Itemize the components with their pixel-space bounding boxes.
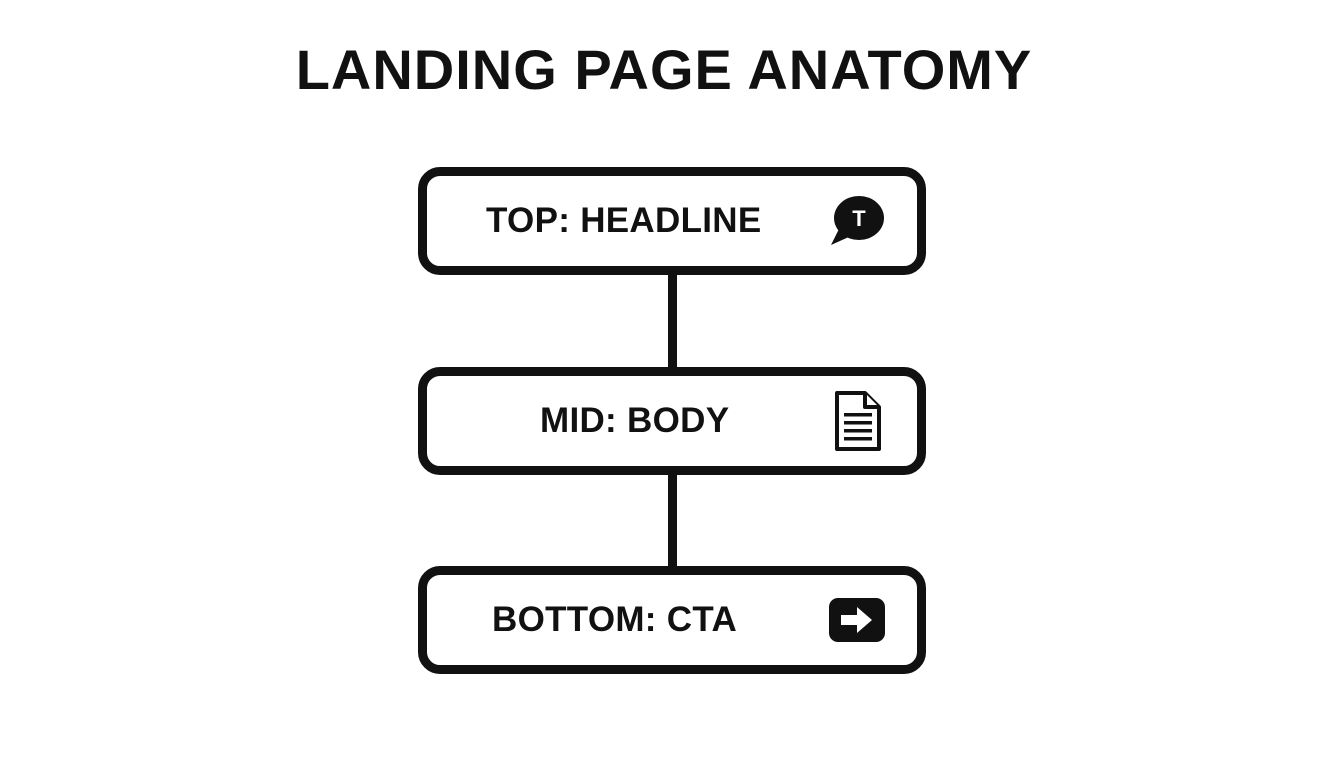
speech-bubble-t-icon: T xyxy=(825,189,889,253)
connector-line-mid-bottom xyxy=(668,472,677,568)
stage-box-mid: MID: BODY xyxy=(418,367,926,475)
stage-label-bottom: BOTTOM: CTA xyxy=(492,600,738,639)
stage-label-top: TOP: HEADLINE xyxy=(486,201,762,240)
speech-bubble-glyph: T xyxy=(852,206,866,231)
connector-line-top-mid xyxy=(668,272,677,370)
stage-box-bottom: BOTTOM: CTA xyxy=(418,566,926,674)
page-title: LANDING PAGE ANATOMY xyxy=(295,38,1033,101)
stage-box-top: TOP: HEADLINE T xyxy=(418,167,926,275)
arrow-right-icon xyxy=(825,588,889,652)
stage-label-mid: MID: BODY xyxy=(540,401,730,440)
document-icon xyxy=(825,389,889,453)
